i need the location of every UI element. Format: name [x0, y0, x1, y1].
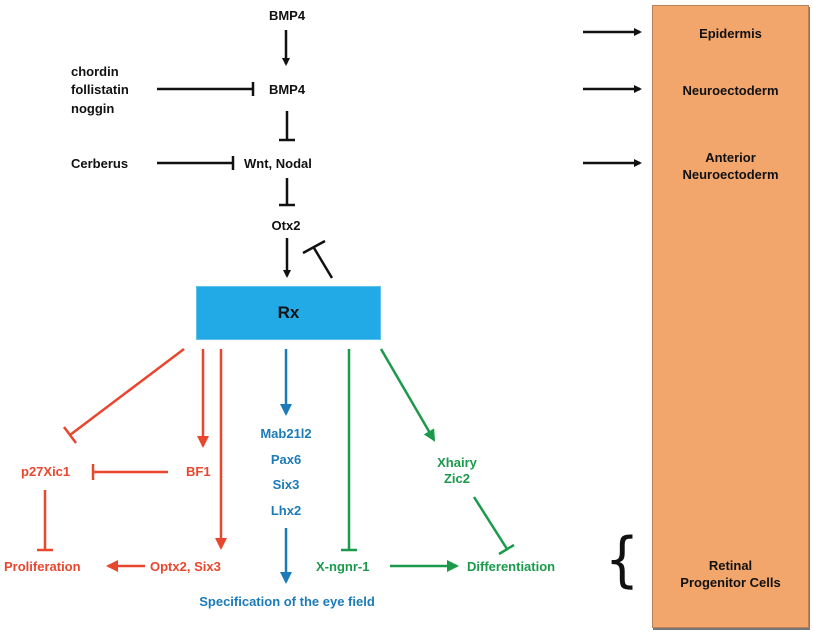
node-mab21l2: Mab21l2: [260, 426, 312, 441]
node-wnt-nodal: Wnt, Nodal: [244, 156, 312, 171]
node-lhx2: Lhx2: [270, 503, 302, 518]
brace-icon: {: [604, 525, 640, 595]
node-differentiation: Differentiation: [467, 559, 556, 574]
node-otx2: Otx2: [271, 218, 301, 233]
edge-rx-to-p27xic1-bar: [63, 426, 77, 444]
panel-retinal-line2: Progenitor Cells: [680, 575, 781, 590]
node-proliferation: Proliferation: [4, 559, 81, 574]
node-p27xic1: p27Xic1: [21, 464, 71, 479]
edge-xhairy-to-differentiation: [472, 496, 509, 550]
cell-fate-panel: Epidermis Neuroectoderm Anterior Neuroec…: [652, 5, 809, 628]
node-x-ngnr-1: X-ngnr-1: [316, 559, 370, 574]
node-bmp4-top: BMP4: [268, 8, 306, 23]
edge-rx-to-p27xic1: [69, 348, 185, 436]
edge-rx-to-otx2: [312, 247, 334, 279]
node-cerberus: Cerberus: [71, 156, 129, 171]
node-rx-box: Rx: [196, 286, 381, 340]
node-chordin: chordin: [71, 64, 119, 79]
node-bf1: BF1: [186, 464, 211, 479]
panel-anterior-line1: Anterior: [705, 150, 756, 165]
node-bmp4: BMP4: [268, 82, 306, 97]
panel-anterior-line2: Neuroectoderm: [682, 167, 779, 182]
edge-rx-to-otx2-bar: [302, 239, 326, 255]
edge-xhairy-to-differentiation-bar: [498, 543, 515, 556]
node-rx-label: Rx: [277, 303, 300, 322]
node-follistatin: follistatin: [71, 82, 129, 97]
panel-epidermis: Epidermis: [699, 26, 762, 41]
node-pax6: Pax6: [270, 452, 302, 467]
edge-rx-to-xhairy: [379, 348, 436, 442]
node-noggin: noggin: [71, 101, 115, 116]
node-specification: Specification of the eye field: [199, 594, 375, 609]
panel-retinal-line1: Retinal: [708, 558, 753, 573]
node-six3: Six3: [272, 477, 300, 492]
panel-neuroectoderm: Neuroectoderm: [682, 83, 779, 98]
node-zic2: Zic2: [443, 471, 471, 486]
node-xhairy: Xhairy: [437, 455, 477, 470]
node-optx2-six3: Optx2, Six3: [150, 559, 221, 574]
